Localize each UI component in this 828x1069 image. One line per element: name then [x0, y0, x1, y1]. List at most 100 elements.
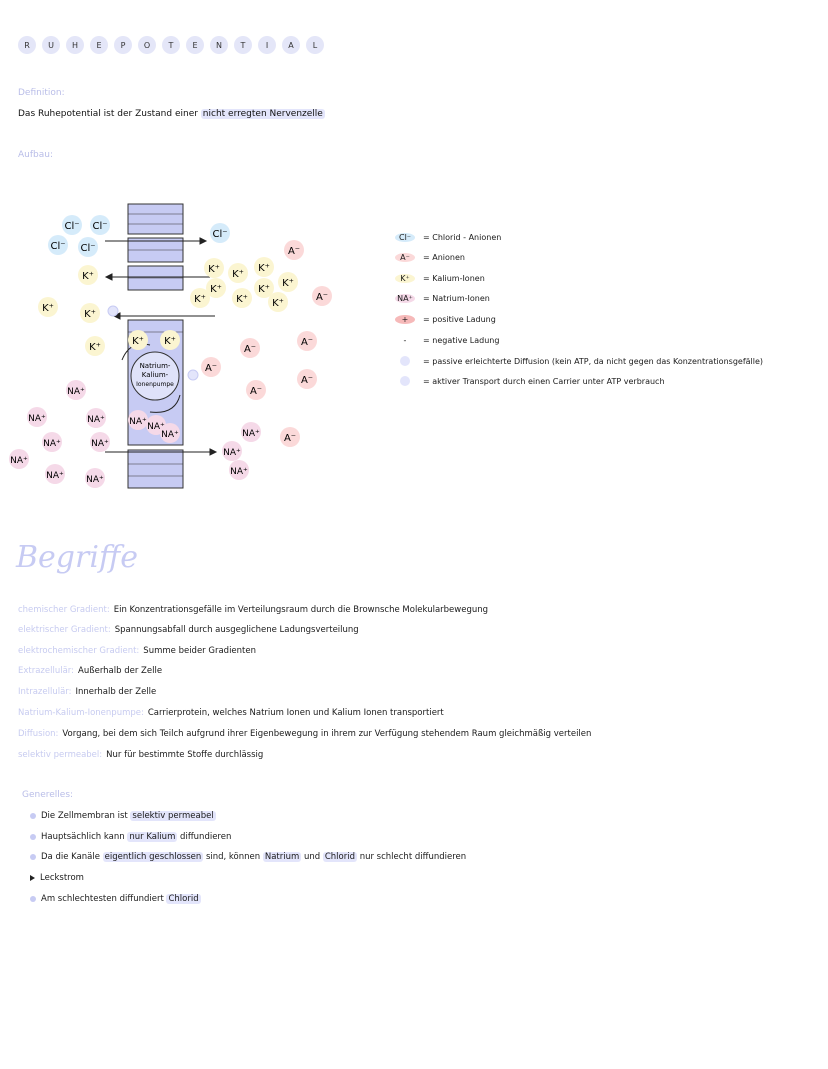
term-definition: Außerhalb der Zelle	[78, 666, 163, 676]
anion-bg	[240, 338, 260, 358]
bullet-text: Leckstrom	[40, 873, 84, 883]
anion-bg	[312, 286, 332, 306]
legend-item: Cl⁻= Chlorid - Anionen	[395, 233, 501, 242]
text-part: Am schlechtesten diffundiert	[41, 894, 167, 904]
potassium-ion-bg	[85, 336, 105, 356]
sodium-ion: NA⁺	[147, 422, 165, 432]
text-part: Hauptsächlich kann	[41, 832, 128, 842]
text-highlight: eigentlich geschlossen	[102, 852, 204, 862]
legend-text: = Chlorid - Anionen	[423, 233, 502, 242]
sodium-ion: NA⁺	[91, 439, 109, 449]
pump-label-2: Kalium-	[142, 371, 169, 379]
list-item: Hauptsächlich kann nur Kalium diffundier…	[30, 832, 231, 842]
sodium-ion-bg	[85, 468, 105, 488]
sodium-ion-bg	[86, 408, 106, 428]
sodium-ion-bg	[45, 464, 65, 484]
anion-bg	[297, 331, 317, 351]
potassium-ion-bg	[38, 297, 58, 317]
sodium-ion-bg	[42, 432, 62, 452]
anion: A⁻	[250, 386, 262, 397]
sodium-ion: NA⁺	[10, 456, 28, 466]
potassium-ion: K⁺	[208, 264, 220, 275]
sodium-ion: NA⁺	[87, 415, 105, 425]
bullet-text: Die Zellmembran ist selektiv permeabel	[41, 811, 216, 821]
potassium-ion-bg	[204, 258, 224, 278]
list-item: Da die Kanäle eigentlich geschlossen sin…	[30, 852, 466, 862]
text-highlight: selektiv permeabel	[130, 811, 216, 821]
sodium-ion: NA⁺	[28, 414, 46, 424]
chloride-ion: Cl⁻	[212, 229, 227, 240]
legend-text: = negative Ladung	[423, 336, 500, 345]
anion: A⁻	[301, 337, 313, 348]
potassium-ion: K⁺	[236, 294, 248, 305]
legend-symbol	[400, 376, 410, 386]
legend-symbol: NA⁺	[395, 294, 415, 303]
legend-item: = passive erleichterte Diffusion (kein A…	[395, 356, 763, 366]
legend-item: += positive Ladung	[395, 315, 496, 324]
sodium-ion-bg	[128, 410, 148, 430]
term-definition: Spannungsabfall durch ausgeglichene Ladu…	[114, 625, 359, 635]
title-letter: P	[114, 36, 132, 54]
term-row: elektrischer Gradient:Spannungsabfall du…	[18, 625, 359, 635]
term-row: Diffusion:Vorgang, bei dem sich Teilch a…	[18, 729, 591, 739]
potassium-ion: K⁺	[132, 336, 144, 347]
term-row: elektrochemischer Gradient:Summe beider …	[18, 646, 256, 656]
chloride-ion-bg	[78, 237, 98, 257]
anion: A⁻	[244, 344, 256, 355]
potassium-ion-bg	[254, 257, 274, 277]
text-highlight: Chlorid	[322, 852, 357, 862]
term-definition: Nur für bestimmte Stoffe durchlässig	[106, 750, 264, 760]
legend-item: = aktiver Transport durch einen Carrier …	[395, 376, 665, 386]
bullet-dot	[30, 854, 36, 860]
sodium-ion: NA⁺	[67, 387, 85, 397]
sodium-ion: NA⁺	[46, 471, 64, 481]
potassium-ion: K⁺	[84, 309, 96, 320]
definition-text-part: Das Ruhepotential ist der Zustand einer	[18, 109, 201, 119]
transport-arrows	[104, 237, 218, 456]
potassium-ion-bg	[254, 278, 274, 298]
aufbau-label: Aufbau:	[18, 150, 53, 160]
text-highlight: Chlorid	[166, 894, 201, 904]
sodium-ion-bg	[9, 449, 29, 469]
sodium-ion-bg	[222, 441, 242, 461]
potassium-ion: K⁺	[258, 284, 270, 295]
term-row: chemischer Gradient:Ein Konzentrationsge…	[18, 605, 488, 615]
title-letter: A	[282, 36, 300, 54]
term-row: Natrium-Kalium-Ionenpumpe:Carrierprotein…	[18, 708, 444, 718]
bullet-text: Hauptsächlich kann nur Kalium diffundier…	[41, 832, 231, 842]
anion: A⁻	[205, 363, 217, 374]
term-row: Intrazellulär:Innerhalb der Zelle	[18, 687, 156, 697]
anion-bg	[284, 240, 304, 260]
title-letter: L	[306, 36, 324, 54]
legend-item: K⁺= Kalium-Ionen	[395, 274, 485, 283]
term-definition: Summe beider Gradienten	[143, 646, 256, 656]
chloride-ion: Cl⁻	[64, 221, 79, 232]
membrane-diagram: Natrium- Kalium- Ionenpumpe Cl⁻Cl⁻Cl⁻Cl⁻…	[9, 203, 332, 489]
pump-arrow-lower	[149, 394, 181, 413]
potassium-ion: K⁺	[194, 294, 206, 305]
bullet-dot	[30, 834, 36, 840]
anion: A⁻	[316, 292, 328, 303]
bullet-text: Am schlechtesten diffundiert Chlorid	[41, 894, 201, 904]
term-row: selektiv permeabel:Nur für bestimmte Sto…	[18, 750, 263, 760]
pump-label-3: Ionenpumpe	[136, 381, 174, 388]
potassium-ion-bg	[78, 265, 98, 285]
generelles-label: Generelles:	[22, 790, 74, 800]
legend-symbol: A⁻	[395, 253, 415, 262]
potassium-ion: K⁺	[89, 342, 101, 353]
sodium-ion-bg	[241, 422, 261, 442]
legend-item: NA⁺= Natrium-Ionen	[395, 294, 490, 303]
potassium-ion: K⁺	[272, 298, 284, 309]
term-name: elektrochemischer Gradient:	[18, 646, 140, 656]
sodium-ion: NA⁺	[86, 475, 104, 485]
list-item: Die Zellmembran ist selektiv permeabel	[30, 811, 216, 821]
sodium-ion-bg	[90, 432, 110, 452]
anion: A⁻	[284, 433, 296, 444]
potassium-ion-bg	[228, 263, 248, 283]
sodium-ion: NA⁺	[161, 430, 179, 440]
legend-text: = Kalium-Ionen	[423, 274, 485, 283]
term-name: elektrischer Gradient:	[18, 625, 111, 635]
sodium-ion-bg	[160, 423, 180, 443]
bullet-dot	[30, 896, 36, 902]
